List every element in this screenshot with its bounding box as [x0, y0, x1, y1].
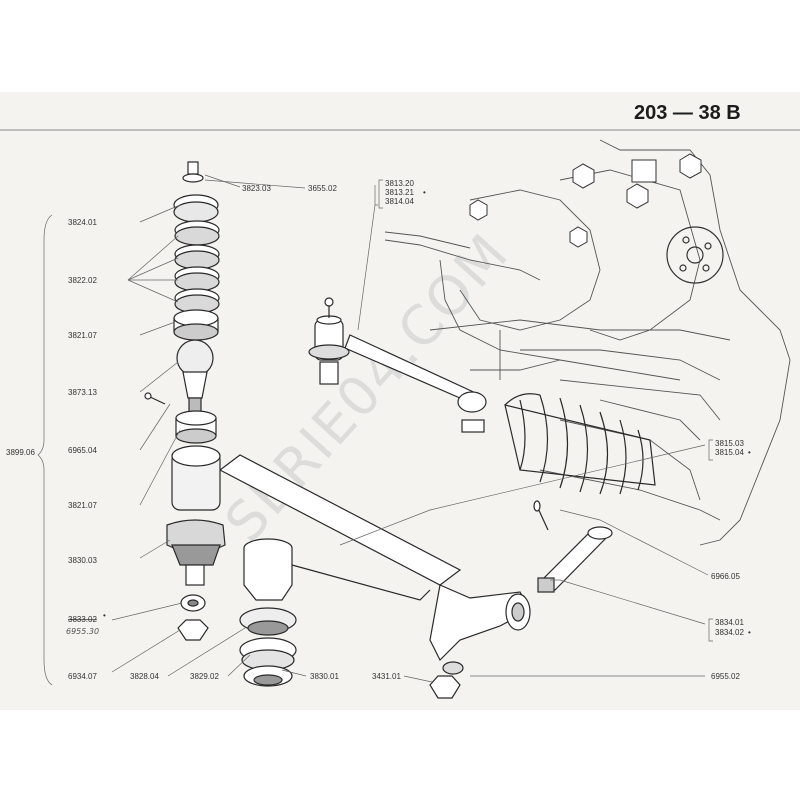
dust-boot: [166, 519, 226, 586]
label-3830-01: 3830.01: [310, 672, 339, 681]
idler-socket: [239, 538, 431, 687]
washer-and-nut: [177, 594, 209, 641]
label-6966-05: 6966.05: [711, 572, 740, 581]
label-6955-02: 6955.02: [711, 672, 740, 681]
label-3873-13: 3873.13: [68, 388, 97, 397]
label-3822-02: 3822.02: [68, 276, 97, 285]
label-3834-01: 3834.01: [715, 618, 744, 627]
wheel-hub: [666, 226, 724, 284]
page-code: 203 — 38 B: [634, 102, 741, 124]
label-struck: 3833.02: [68, 615, 97, 624]
rack-bellows: [504, 393, 656, 495]
label-6934-07: 6934.07: [68, 672, 97, 681]
label-6965-04: 6965.04: [68, 446, 97, 455]
label-3813-21: 3813.21: [385, 188, 414, 197]
label-3821-07-top: 3821.07: [68, 331, 97, 340]
label-3830-03: 3830.03: [68, 556, 97, 565]
ball-joint-stack: [144, 161, 220, 444]
axle-bolts: [469, 153, 702, 248]
asterisk-mark: •: [423, 188, 426, 197]
label-3834-02: 3834.02: [715, 628, 744, 637]
upper-tie-rod: [308, 297, 487, 433]
main-tie-rod: [171, 445, 531, 662]
bracket-3834: [708, 618, 713, 642]
bracket-3813: [378, 179, 383, 209]
label-3829-02: 3829.02: [190, 672, 219, 681]
asterisk-mark: •: [748, 628, 751, 637]
watermark: SERIE04.COM: [213, 221, 521, 553]
front-axle-assembly: [384, 139, 791, 546]
label-3824-01: 3824.01: [68, 218, 97, 227]
group-bracket: [37, 214, 53, 686]
label-3828-04: 3828.04: [130, 672, 159, 681]
label-3814-04: 3814.04: [385, 197, 414, 206]
leader-lines: [111, 174, 709, 683]
label-3813-20: 3813.20: [385, 179, 414, 188]
label-3899-06: 3899.06: [6, 448, 35, 457]
asterisk-mark: •: [748, 448, 751, 457]
label-3655-02: 3655.02: [308, 184, 337, 193]
bracket-3815: [708, 439, 713, 461]
catalog-sheet: [0, 92, 800, 710]
fork-nut: [429, 661, 464, 699]
asterisk-mark: •: [103, 611, 106, 620]
label-3821-07-bottom: 3821.07: [68, 501, 97, 510]
pivot-pin: [533, 500, 613, 593]
label-3431-01: 3431.01: [372, 672, 401, 681]
label-handwritten: 6955.30: [66, 627, 99, 636]
label-3823-03: 3823.03: [242, 184, 271, 193]
label-3815-03: 3815.03: [715, 439, 744, 448]
label-3815-04: 3815.04: [715, 448, 744, 457]
